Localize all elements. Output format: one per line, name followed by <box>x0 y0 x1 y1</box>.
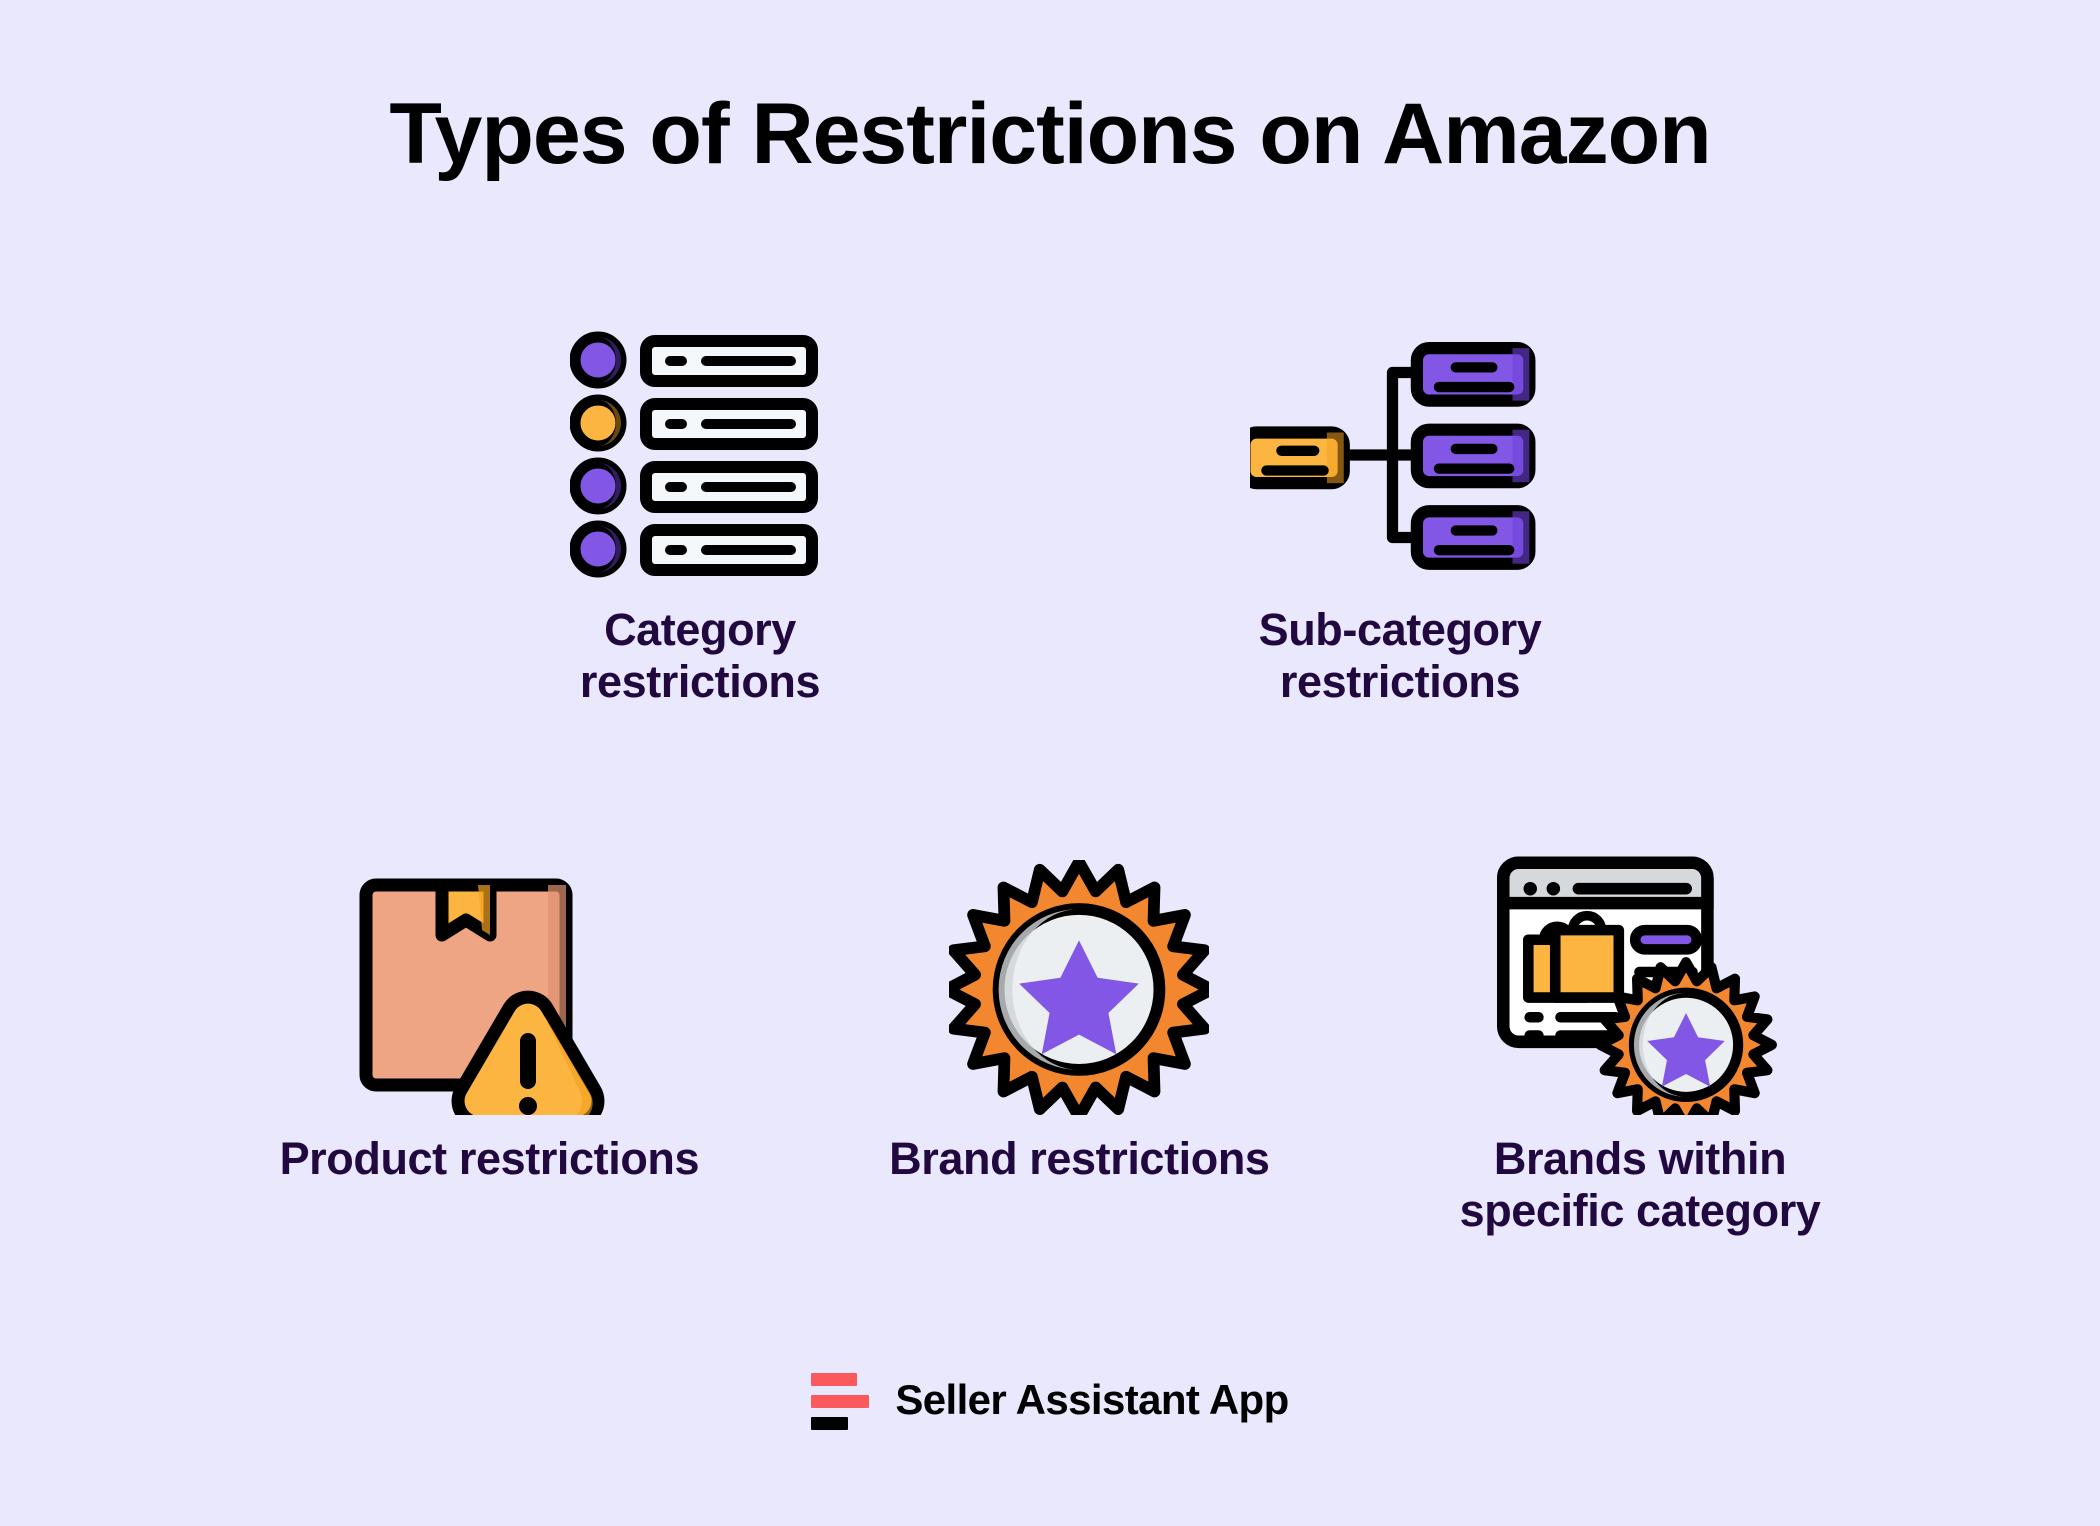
item-subcategory-restrictions: Sub-category restrictions <box>1250 330 1550 708</box>
bottom-row: Product restrictions Brand restrictions <box>0 845 2100 1237</box>
brand-name: Seller Assistant App <box>895 1375 1289 1423</box>
item-label-brand-restrictions: Brand restrictions <box>889 1133 1270 1184</box>
package-box-warning-svg <box>359 878 605 1115</box>
item-brands-within-specific-category: Brands within specific category <box>1460 845 1821 1237</box>
category-list-svg <box>570 331 818 578</box>
page-title: Types of Restrictions on Amazon <box>389 86 1711 182</box>
hierarchy-tree-svg <box>1250 342 1536 570</box>
item-brand-restrictions: Brand restrictions <box>889 845 1270 1185</box>
top-row: Category restrictions <box>0 330 2100 708</box>
item-category-restrictions: Category restrictions <box>550 330 850 708</box>
seller-assistant-logo-icon <box>811 1369 870 1430</box>
browser-window-badge-svg <box>1497 856 1777 1115</box>
logo-bar-bottom <box>811 1417 849 1430</box>
logo-bar-top <box>811 1373 858 1386</box>
browser-window-badge-icon <box>1475 845 1805 1115</box>
item-product-restrictions: Product restrictions <box>280 845 700 1185</box>
package-box-warning-icon <box>324 845 654 1115</box>
star-badge-svg <box>949 860 1210 1115</box>
hierarchy-tree-icon <box>1250 330 1550 580</box>
item-label-brands-within-specific-category: Brands within specific category <box>1459 1133 1821 1236</box>
logo-bar-middle <box>811 1395 870 1408</box>
item-label-product-restrictions: Product restrictions <box>279 1133 700 1184</box>
footer-branding: Seller Assistant App <box>0 1369 2100 1430</box>
category-list-icon <box>550 330 850 580</box>
item-label-subcategory-restrictions: Sub-category restrictions <box>1258 604 1542 707</box>
item-label-category-restrictions: Category restrictions <box>579 604 821 707</box>
star-badge-icon <box>914 845 1244 1115</box>
